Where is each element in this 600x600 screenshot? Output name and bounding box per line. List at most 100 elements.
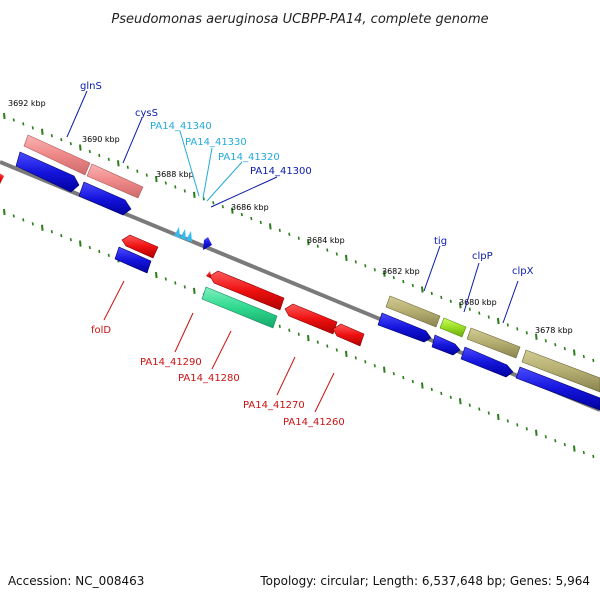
tick-mark: [497, 317, 500, 325]
tick-mark: [326, 248, 329, 252]
tick-mark: [592, 454, 595, 459]
tick-mark: [69, 237, 72, 242]
tick-mark: [459, 302, 462, 309]
tick-mark: [554, 343, 557, 347]
tick-mark: [12, 214, 15, 218]
kbp-labels: 3692 kbp 3690 kbp 3688 kbp 3686 kbp 3684…: [8, 99, 573, 335]
tick-mark: [459, 398, 462, 405]
tick-mark: [582, 450, 585, 455]
gene-label-cysS[interactable]: cysS: [135, 108, 158, 119]
tick-mark: [573, 349, 576, 356]
tick-mark: [221, 205, 224, 209]
tick-mark: [22, 122, 25, 126]
tick-mark: [373, 364, 376, 368]
tick-mark: [478, 311, 481, 315]
feature-cds-forward[interactable]: [114, 246, 152, 274]
tick-mark: [345, 350, 348, 358]
feature-trna[interactable]: [186, 231, 192, 242]
gene-label-glnS[interactable]: glnS: [80, 81, 102, 92]
tick-mark: [79, 240, 82, 247]
kbp-label: 3692 kbp: [8, 99, 46, 108]
feature-cds-forward[interactable]: [515, 366, 600, 411]
gene-label-PA14_41280[interactable]: PA14_41280: [178, 373, 240, 384]
feature-cds-forward[interactable]: [15, 151, 80, 193]
tick-mark: [126, 165, 129, 169]
gene-label-PA14_41330[interactable]: PA14_41330: [185, 137, 247, 148]
tick-mark: [535, 429, 538, 436]
gene-label-PA14_41270[interactable]: PA14_41270: [243, 400, 305, 411]
tick-mark: [307, 335, 310, 342]
tick-mark: [516, 423, 519, 427]
tick-mark: [12, 118, 15, 122]
tick-mark: [183, 285, 186, 289]
feature-cds-khaki[interactable]: [466, 327, 521, 359]
tick-mark: [50, 134, 53, 138]
tick-mark: [563, 442, 566, 447]
feature-rrna[interactable]: [23, 134, 91, 176]
tick-mark: [449, 299, 452, 303]
feature-cds-reverse[interactable]: [209, 270, 285, 311]
feature-cds-green[interactable]: [201, 286, 278, 329]
gene-label-PA14_41300[interactable]: PA14_41300: [250, 166, 312, 177]
gene-label-clpP[interactable]: clpP: [472, 251, 493, 262]
feature-cds-forward[interactable]: [203, 237, 212, 250]
feature-cds-reverse[interactable]: [332, 323, 365, 347]
tick-mark: [411, 283, 414, 288]
kbp-label: 3682 kbp: [382, 267, 420, 276]
tick-mark: [554, 439, 557, 443]
tick-mark: [193, 287, 196, 294]
tick-mark: [155, 175, 158, 183]
feature-cds-forward[interactable]: [460, 346, 514, 378]
feature-rrna[interactable]: [86, 163, 144, 199]
tick-mark: [392, 371, 395, 376]
tick-mark: [164, 277, 167, 281]
feature-cds-khaki[interactable]: [385, 295, 441, 328]
feature-trna[interactable]: [180, 229, 186, 240]
tick-mark: [117, 160, 120, 167]
tick-mark: [563, 346, 566, 351]
accession-text: Accession: NC_008463: [8, 574, 145, 588]
tick-mark: [335, 252, 338, 256]
gene-label-PA14_41340[interactable]: PA14_41340: [150, 121, 212, 132]
tick-mark: [307, 239, 310, 246]
tick-mark: [506, 419, 509, 423]
feature-cds-forward[interactable]: [431, 334, 461, 356]
tick-mark: [525, 427, 528, 431]
tick-mark: [354, 260, 357, 264]
feature-cds-khaki[interactable]: [521, 349, 600, 393]
gene-label-tig[interactable]: tig: [434, 236, 447, 247]
tick-mark: [573, 445, 576, 452]
tick-mark: [107, 157, 110, 162]
feature-cds-lime[interactable]: [439, 317, 467, 338]
tick-mark: [60, 137, 63, 142]
tick-mark: [335, 348, 338, 352]
tick-mark: [98, 153, 101, 158]
tick-mark: [468, 403, 471, 407]
feature-cds-reverse[interactable]: [121, 234, 159, 259]
tick-mark: [41, 224, 44, 231]
tick-mark: [402, 375, 405, 380]
gene-label-folD[interactable]: folD: [91, 325, 111, 336]
feature-cds-forward[interactable]: [78, 181, 132, 216]
tick-mark: [364, 264, 367, 268]
gene-label-clpX[interactable]: clpX: [512, 266, 534, 277]
outer-tick-track: [3, 112, 595, 363]
tick-mark: [345, 254, 348, 262]
tick-mark: [440, 295, 443, 300]
gene-label-PA14_41320[interactable]: PA14_41320: [218, 152, 280, 163]
tick-mark: [430, 291, 433, 296]
tick-mark: [231, 207, 234, 214]
feature-trna[interactable]: [174, 227, 180, 238]
tick-mark: [259, 220, 262, 225]
feature-cds-reverse[interactable]: [284, 303, 338, 335]
kbp-label: 3686 kbp: [231, 203, 269, 212]
feature-cds-forward[interactable]: [377, 312, 432, 343]
tick-mark: [326, 344, 329, 348]
gene-label-PA14_41260[interactable]: PA14_41260: [283, 417, 345, 428]
tick-mark: [88, 149, 91, 154]
feature-cds-reverse[interactable]: [0, 172, 4, 184]
tick-mark: [592, 358, 595, 363]
tick-mark: [212, 201, 215, 205]
gene-label-PA14_41290[interactable]: PA14_41290: [140, 357, 202, 368]
tick-mark: [107, 253, 110, 258]
